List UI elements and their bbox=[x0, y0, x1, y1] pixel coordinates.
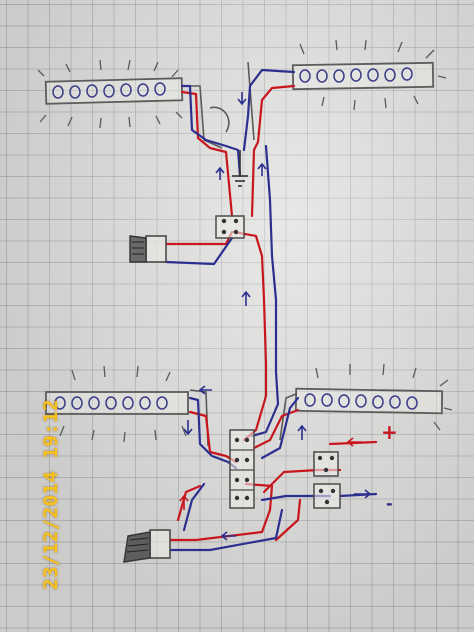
arrow-left-icon bbox=[198, 385, 212, 395]
led-strip-top-left bbox=[37, 59, 184, 129]
red-wire-power-feed bbox=[328, 440, 378, 446]
arrow-up-icon bbox=[257, 162, 267, 176]
red-wire-bottom-left-strip bbox=[188, 410, 238, 464]
power-input-terminals bbox=[313, 451, 341, 509]
light-rays bbox=[37, 59, 183, 129]
switch-lower bbox=[123, 529, 171, 563]
arrow-up-icon bbox=[241, 290, 251, 306]
arrow-left-icon bbox=[220, 531, 236, 541]
red-wire-power-return bbox=[274, 498, 302, 542]
light-rays bbox=[315, 363, 453, 431]
red-wire-top-right-strip bbox=[250, 84, 296, 218]
blue-wire-top-right-strip bbox=[242, 68, 296, 152]
arrow-left-icon bbox=[346, 437, 362, 447]
terminal-block-lower bbox=[229, 429, 255, 509]
positive-wires bbox=[164, 84, 378, 542]
led-strip-bottom-left bbox=[45, 365, 189, 443]
led-row bbox=[54, 396, 168, 410]
red-wire-lower-switch bbox=[168, 482, 274, 542]
photo-timestamp: 23/12/2014 19:12 bbox=[40, 398, 62, 590]
current-direction-arrows bbox=[179, 92, 372, 541]
arrow-up-icon bbox=[297, 424, 307, 440]
terminal-block-upper bbox=[215, 215, 245, 239]
led-row bbox=[52, 82, 166, 99]
red-wire-main-trunk bbox=[232, 230, 268, 442]
led-row bbox=[299, 67, 413, 83]
switch-upper bbox=[129, 235, 167, 263]
red-wire-top-left-strip bbox=[180, 90, 234, 218]
light-rays bbox=[299, 39, 447, 111]
blue-wire-upper-switch bbox=[164, 236, 234, 266]
negative-wires bbox=[164, 68, 378, 552]
led-strip-bottom-right bbox=[294, 363, 453, 431]
positive-polarity-label: + bbox=[381, 420, 398, 444]
red-wire-bottom-right-strip bbox=[252, 408, 300, 450]
led-strip-top-right bbox=[291, 39, 447, 111]
red-wire-to-left-strip-end bbox=[176, 484, 202, 522]
arrow-down-icon bbox=[183, 420, 193, 436]
led-row bbox=[304, 393, 418, 410]
arrow-up-icon bbox=[215, 166, 225, 180]
blue-wire-bottom-right-strip bbox=[260, 396, 300, 460]
ground-icon bbox=[232, 150, 248, 187]
arrow-down-icon bbox=[237, 92, 247, 106]
light-rays bbox=[59, 365, 187, 443]
blue-wire-left-branch bbox=[182, 482, 206, 532]
pencil-sketch-lines bbox=[182, 61, 297, 447]
blue-wire-main-trunk bbox=[250, 144, 280, 438]
blue-wire-lower-switch bbox=[168, 508, 284, 552]
arrow-right-icon bbox=[354, 489, 372, 499]
negative-polarity-label: - bbox=[386, 494, 393, 513]
arrow-up-icon bbox=[179, 494, 189, 510]
blue-wire-top-left-strip bbox=[180, 84, 242, 178]
